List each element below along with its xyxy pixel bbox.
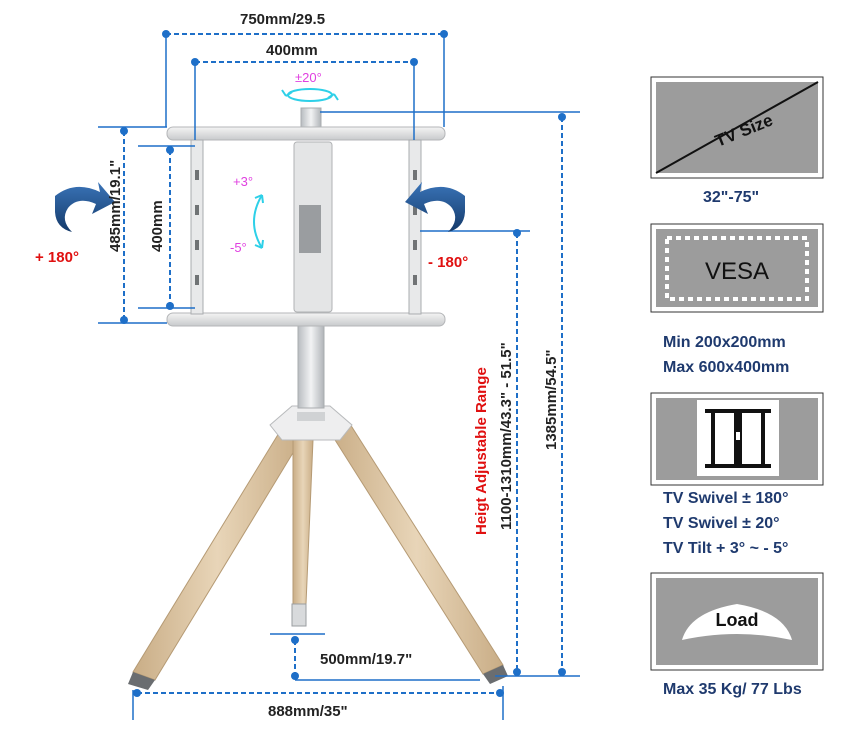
dim-bracket-height: 485mm/19.1" — [107, 160, 124, 252]
mount-clamp — [299, 205, 321, 253]
load-label: Load — [716, 610, 759, 630]
tripod-legs — [128, 423, 508, 690]
dim-rotate-left: + 180° — [35, 249, 79, 266]
vesa-caption-max: Max 600x400mm — [663, 359, 789, 376]
tilt-caption: TV Tilt + 3° ~ - 5° — [663, 540, 788, 557]
vesa-caption-min: Min 200x200mm — [663, 334, 786, 351]
left-vesa-bar — [190, 139, 204, 315]
load-caption: Max 35 Kg/ 77 Lbs — [663, 681, 802, 698]
dim-top-width: 750mm/29.5 — [240, 11, 325, 28]
dim-vesa-height: 400mm — [149, 200, 166, 252]
panel-tv-size: TV Size — [650, 76, 824, 179]
vesa-label: VESA — [705, 258, 769, 285]
hub-plate — [297, 412, 325, 421]
rear-leg — [292, 439, 314, 605]
dim-tilt-up: +3° — [233, 174, 253, 189]
bottom-bar — [166, 312, 446, 327]
rotate-left-icon — [55, 182, 115, 232]
tv-stand — [128, 107, 508, 690]
leg-hub — [269, 405, 353, 441]
dim-total-height: 1385mm/54.5" — [543, 349, 560, 450]
dim-height-range-title: Heigt Adjustable Range — [473, 367, 490, 535]
swivel-caption-180: TV Swivel ± 180° — [663, 490, 788, 507]
bracket-icon — [705, 409, 771, 468]
dim-rotate-right: - 180° — [428, 254, 468, 271]
left-leg — [132, 427, 303, 681]
left-leg-foot — [128, 672, 155, 690]
dim-base-width: 888mm/35" — [268, 703, 348, 720]
swivel-20-icon — [281, 88, 339, 102]
panel-swivel — [650, 392, 824, 486]
dim-leg-spread: 500mm/19.7" — [320, 651, 412, 668]
dim-swivel-small: ±20° — [295, 70, 322, 85]
rear-leg-foot — [291, 603, 307, 627]
panel-vesa: VESA — [650, 223, 824, 313]
rotate-right-icon — [405, 182, 465, 232]
tilt-arc-icon — [253, 194, 264, 249]
panel-load: Load — [650, 572, 824, 671]
tv-size-caption: 32"-75" — [703, 189, 759, 206]
right-leg-foot — [483, 665, 508, 684]
dim-vesa-width: 400mm — [266, 42, 318, 59]
dim-tilt-down: -5° — [230, 240, 247, 255]
swivel-caption-20: TV Swivel ± 20° — [663, 515, 780, 532]
right-vesa-bar — [408, 139, 422, 315]
center-pole — [297, 317, 325, 409]
vesa-holes — [195, 170, 417, 285]
top-bar — [166, 126, 446, 141]
dimension-lines — [98, 30, 580, 720]
dim-height-range-value: 1100-1310mm/43.3" - 51.5" — [498, 342, 515, 530]
